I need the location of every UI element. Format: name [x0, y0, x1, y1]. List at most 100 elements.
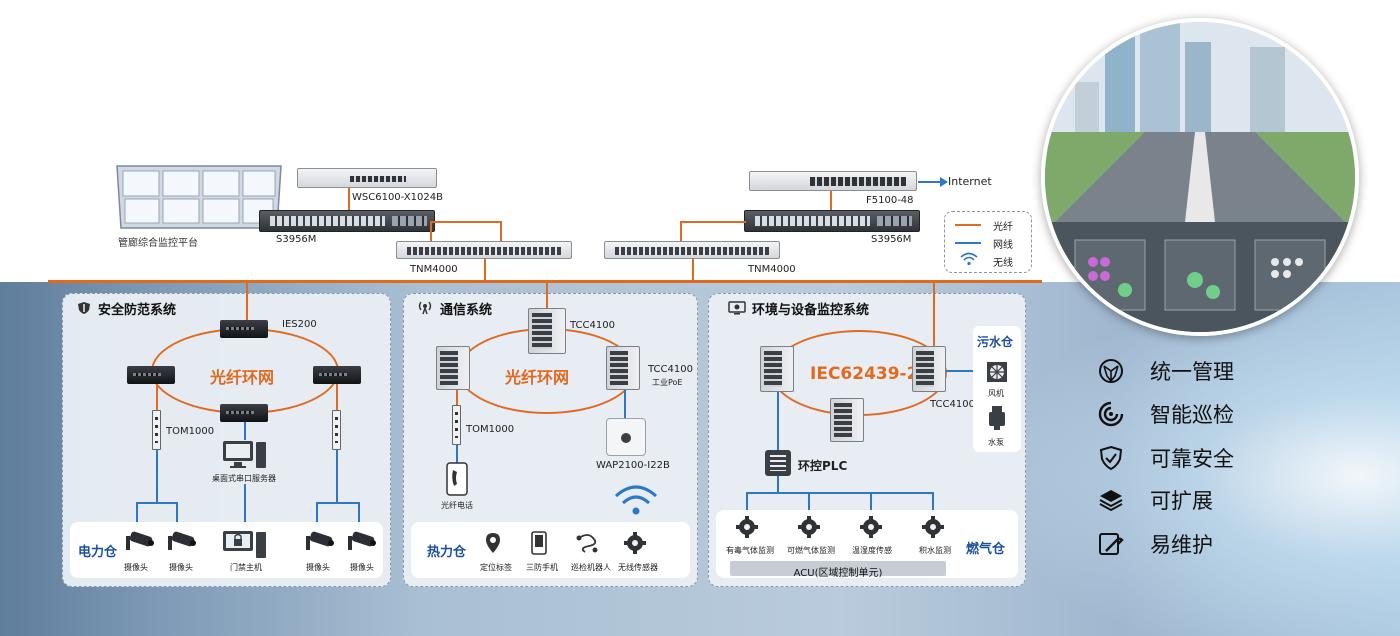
access-control-label: 门禁主机 — [230, 563, 262, 572]
ies200-switch-right — [313, 366, 361, 384]
ies200-switch-left — [127, 366, 175, 384]
ethernet-link — [176, 502, 178, 528]
temp-humidity-label: 温湿度传感 — [852, 546, 892, 555]
tnm4000-left — [396, 241, 572, 259]
wap2100-access-point — [606, 418, 646, 456]
temp-humidity-sensor-icon — [860, 516, 882, 538]
wifi-icon — [614, 485, 658, 515]
camera-label-1: 摄像头 — [124, 563, 148, 572]
s3956m-right-label: S3956M — [871, 234, 912, 245]
shield-icon — [77, 300, 91, 314]
tcc4100-top-label: TCC4100 — [570, 320, 615, 331]
ies200-switch-bottom — [220, 404, 268, 422]
s3956m-switch-left — [259, 210, 435, 232]
camera-label-3: 摄像头 — [306, 563, 330, 572]
ethernet-link — [244, 484, 246, 528]
ethernet-link — [358, 502, 360, 528]
fiber-link — [246, 282, 248, 322]
legend: 光纤 网线 无线 — [944, 211, 1032, 273]
rugged-phone-icon — [531, 531, 547, 555]
environment-monitoring-title: 环境与设备监控系统 — [752, 303, 870, 318]
legend-wireless-label: 无线 — [993, 258, 1013, 269]
ethernet-link — [136, 502, 138, 528]
gas-cabin-label: 燃气仓 — [966, 542, 1006, 557]
fiber-link — [692, 259, 694, 281]
wap2100-label: WAP2100-I22B — [596, 460, 670, 471]
f5100-firewall — [749, 171, 917, 191]
tnm4000-right-label: TNM4000 — [748, 264, 796, 275]
fiber-phone-label: 光纤电话 — [441, 501, 473, 510]
tcc4100-right — [606, 346, 640, 390]
wireless-sensor-label: 无线传感器 — [618, 563, 658, 572]
tcc4100-env-right — [912, 346, 946, 392]
rugged-phone-label: 三防手机 — [526, 563, 558, 572]
security-ring-label: 光纤环网 — [210, 368, 275, 387]
feature-scalable: 可扩展 — [1098, 485, 1298, 515]
power-cabin-label: 电力仓 — [78, 545, 118, 560]
tcc4100-env-label: TCC4100 — [930, 399, 975, 410]
tcc4100-env-bottom — [830, 398, 864, 442]
fiber-phone-icon — [446, 462, 468, 496]
serial-server-label: 桌面式串口服务器 — [212, 474, 276, 483]
fiber-link — [933, 282, 935, 348]
ethernet-link — [156, 450, 158, 502]
s3956m-left-label: S3956M — [276, 234, 317, 245]
tnm4000-right — [604, 241, 780, 259]
ethernet-link — [808, 492, 810, 516]
feature-easy-maintenance: 易维护 — [1098, 529, 1298, 559]
signal-tower-icon — [417, 299, 433, 315]
pump-label: 水泵 — [988, 438, 1004, 447]
inspection-robot-icon — [575, 532, 601, 554]
fiber-link — [348, 188, 350, 210]
legend-ethernet-swatch — [955, 242, 981, 244]
industrial-poe-label: 工业PoE — [652, 378, 683, 387]
platform-label: 管廊综合监控平台 — [118, 238, 198, 249]
ethernet-link — [746, 492, 748, 516]
communication-ring-label: 光纤环网 — [505, 368, 570, 387]
inspection-icon — [1098, 401, 1124, 427]
feature-smart-inspection: 智能巡检 — [1098, 399, 1298, 429]
feature-unified-management: 统一管理 — [1098, 356, 1298, 386]
tcc4100-right-label: TCC4100 — [648, 364, 693, 375]
camera-icon — [124, 530, 154, 552]
tom1000-comm-label: TOM1000 — [466, 424, 515, 435]
water-level-sensor-icon — [922, 516, 944, 538]
camera-label-2: 摄像头 — [169, 563, 193, 572]
video-wall — [113, 164, 285, 230]
feature-label: 可扩展 — [1150, 489, 1213, 513]
wrench-icon — [1098, 531, 1124, 557]
communication-system-title: 通信系统 — [440, 303, 493, 318]
ethernet-link — [624, 390, 626, 418]
ethernet-link — [336, 450, 338, 502]
plc-controller-icon — [765, 450, 791, 476]
acu-bar: ACU(区域控制单元) — [730, 561, 946, 579]
tom1000-left — [152, 410, 161, 450]
tnm4000-left-label: TNM4000 — [410, 264, 458, 275]
location-tag-icon — [483, 532, 503, 554]
wifi-icon — [960, 252, 978, 266]
fiber-link — [680, 221, 746, 223]
fiber-link — [156, 384, 158, 410]
combustible-gas-sensor-icon — [798, 516, 820, 538]
ethernet-link — [932, 492, 934, 516]
shield-check-icon — [1098, 445, 1124, 471]
camera-icon — [346, 530, 376, 552]
ethernet-link — [244, 422, 246, 440]
feature-label: 可靠安全 — [1150, 447, 1234, 471]
ethernet-link — [316, 502, 318, 528]
fiber-link — [484, 259, 486, 281]
layers-icon — [1098, 487, 1124, 513]
legend-fiber-swatch — [955, 224, 981, 226]
feature-reliable-security: 可靠安全 — [1098, 443, 1298, 473]
wireless-sensor-icon — [624, 532, 646, 554]
ethernet-link — [777, 392, 779, 450]
ies200-label: IES200 — [282, 319, 317, 330]
sewage-cabin-label: 污水仓 — [977, 335, 1014, 349]
ethernet-link — [746, 492, 934, 494]
ethernet-link — [946, 370, 976, 372]
ethernet-link — [456, 445, 458, 463]
legend-fiber-label: 光纤 — [993, 222, 1013, 233]
camera-icon — [166, 530, 196, 552]
heat-cabin-zone — [411, 522, 690, 578]
toxic-gas-sensor-icon — [736, 516, 758, 538]
